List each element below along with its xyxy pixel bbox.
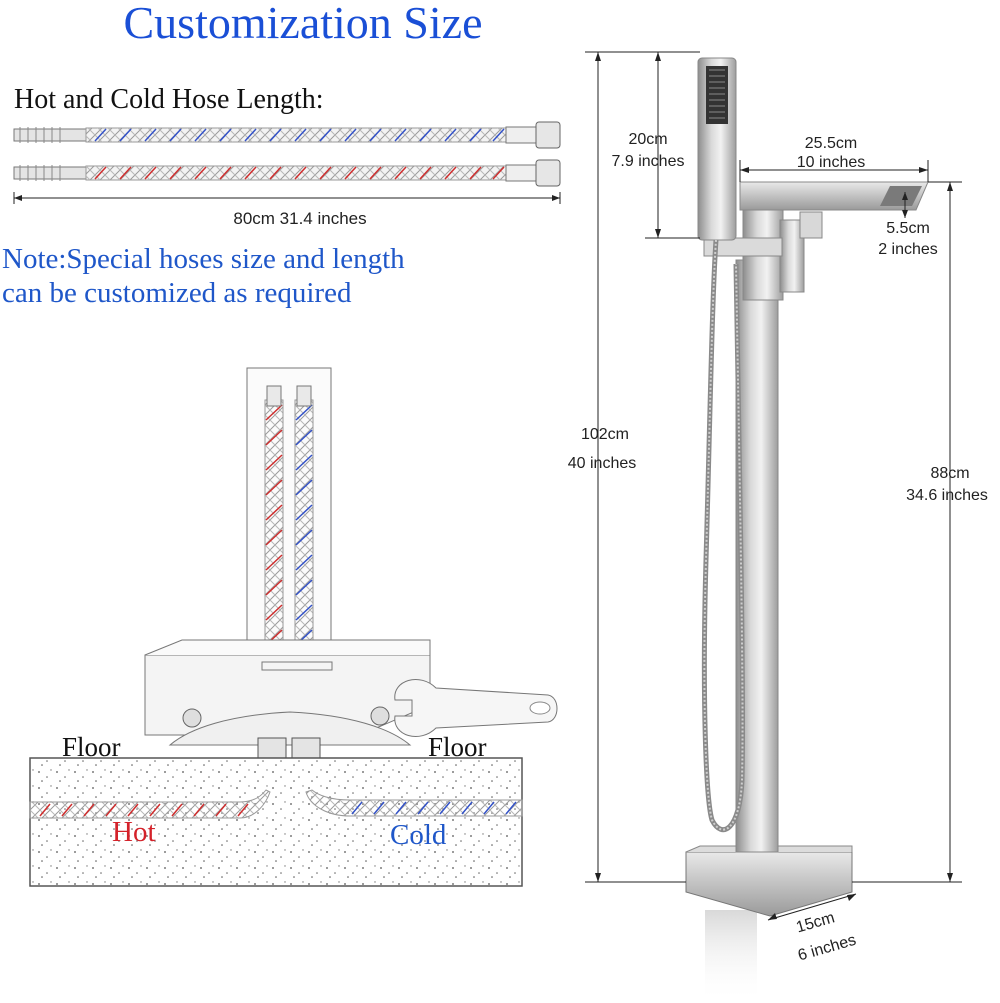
hot-hose-image <box>13 159 561 187</box>
hose-illustration <box>13 121 561 204</box>
wrench-icon <box>394 679 558 737</box>
installation-diagram <box>29 367 558 887</box>
floor-label-left: Floor <box>62 732 121 762</box>
hot-label: Hot <box>112 816 156 848</box>
handshower-height-cm: 20cm <box>628 131 668 148</box>
customization-note: Note:Special hoses size and length can b… <box>2 242 405 310</box>
spout-height-cm: 88cm <box>930 465 970 482</box>
hose-length-dimension-line <box>13 192 561 204</box>
freestanding-faucet-image <box>685 57 929 1003</box>
note-line-1: Note:Special hoses size and length <box>2 243 405 275</box>
total-height-cm: 102cm <box>580 426 630 443</box>
spout-height-in: 34.6 inches <box>906 487 988 504</box>
note-line-2: can be customized as required <box>2 277 352 309</box>
spout-width-cm: 5.5cm <box>886 220 930 237</box>
page-title: Customization Size <box>123 0 483 48</box>
floor-label-right: Floor <box>428 732 487 762</box>
hose-length-heading: Hot and Cold Hose Length: <box>14 84 324 115</box>
cold-hose-image <box>13 121 561 149</box>
spout-reach-in: 10 inches <box>796 154 866 171</box>
hose-length-label: 80cm 31.4 inches <box>233 209 367 228</box>
dimension-lines <box>585 51 962 921</box>
spout-reach-cm: 25.5cm <box>804 135 858 152</box>
handshower-height-in: 7.9 inches <box>611 153 685 170</box>
total-height-in: 40 inches <box>567 455 637 472</box>
cold-label: Cold <box>390 819 447 851</box>
spout-width-in: 2 inches <box>878 241 938 258</box>
